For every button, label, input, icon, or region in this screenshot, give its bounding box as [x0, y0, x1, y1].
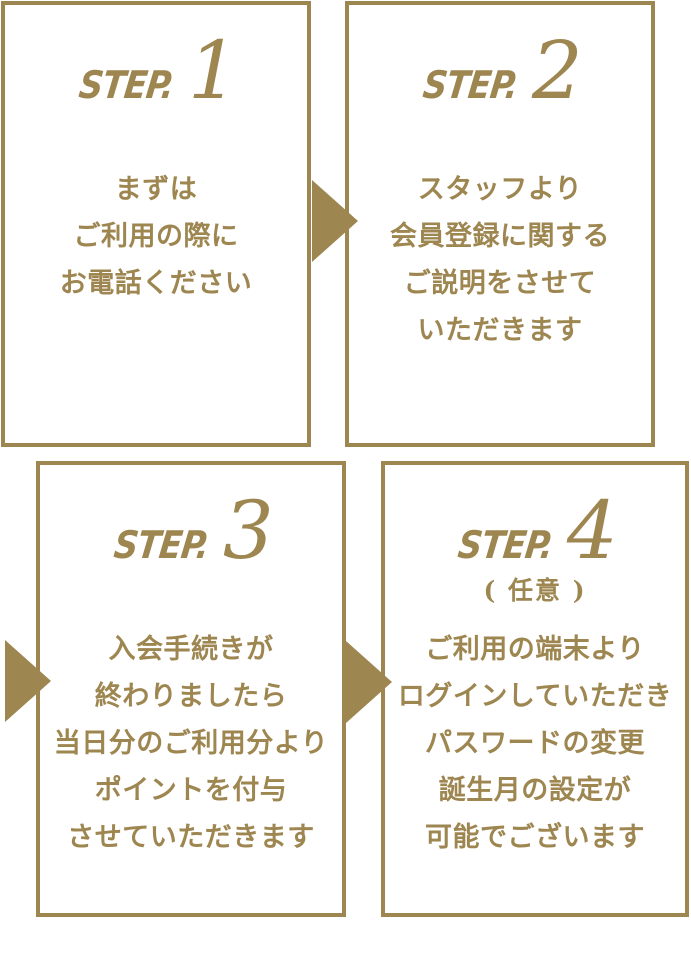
step-description-line: お電話ください — [59, 268, 253, 299]
step-3-description: 入会手続きが 終わりましたら 当日分のご利用分より ポイントを付与 させていただ… — [40, 626, 342, 861]
step-4-description: ご利用の端末より ログインしていただき パスワードの変更 誕生月の設定が 可能で… — [385, 626, 685, 861]
step-number: 2 — [531, 24, 583, 117]
step-description-line: 会員登録に関する — [390, 221, 610, 252]
step-description-line: 誕生月の設定が — [438, 775, 632, 806]
step-1-heading: STEP. 1 — [5, 31, 307, 111]
step-2-description: スタッフより 会員登録に関する ご説明をさせて いただきます — [349, 166, 651, 354]
step-description-line: 可能でございます — [425, 822, 645, 853]
step-number: 4 — [566, 484, 618, 577]
step-1-description: まずは ご利用の際に お電話ください — [5, 166, 307, 307]
step-description-line: ポイントを付与 — [94, 775, 288, 806]
step-4-optional-note: ( 任意 ) — [483, 576, 587, 605]
step-description-line: 入会手続きが — [108, 634, 274, 665]
step-3-heading: STEP. 3 — [40, 491, 342, 571]
step-card-2: STEP. 2 スタッフより 会員登録に関する ご説明をさせて いただきます — [345, 1, 655, 447]
step-description-line: ご利用の際に — [73, 221, 239, 252]
step-description-line: させていただきます — [67, 822, 315, 853]
step-description-line: スタッフより — [417, 174, 583, 205]
step-2-heading: STEP. 2 — [349, 31, 651, 111]
step-description-line: パスワードの変更 — [425, 728, 645, 759]
step-label: STEP. — [76, 63, 177, 107]
step-description-line: 当日分のご利用分より — [53, 728, 329, 759]
step-number: 3 — [222, 484, 274, 577]
step-number: 1 — [187, 24, 239, 117]
step-description-line: ログインしていただき — [397, 681, 673, 712]
step-card-4: STEP. 4 ( 任意 ) ご利用の端末より ログインしていただき パスワード… — [381, 461, 689, 917]
step-label: STEP. — [455, 523, 556, 567]
step-description-line: まずは — [114, 174, 198, 205]
step-4-heading: STEP. 4 — [385, 491, 685, 571]
step-description-line: ご説明をさせて — [403, 268, 597, 299]
step-description-line: 終わりましたら — [94, 681, 288, 712]
step-description-line: いただきます — [417, 315, 583, 346]
step-label: STEP. — [111, 523, 212, 567]
step-description-line: ご利用の端末より — [425, 634, 645, 665]
step-card-1: STEP. 1 まずは ご利用の際に お電話ください — [1, 1, 311, 447]
step-label: STEP. — [420, 63, 521, 107]
step-card-3: STEP. 3 入会手続きが 終わりましたら 当日分のご利用分より ポイントを付… — [36, 461, 346, 917]
